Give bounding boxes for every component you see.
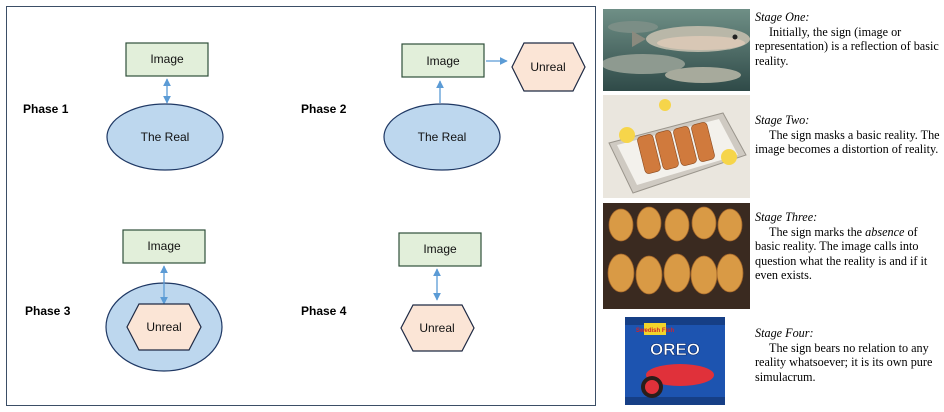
stage-three-body-emphasis: absence: [865, 224, 905, 239]
phase-4-image-box: [398, 232, 482, 267]
stage-three-body: The sign marks the absence of basic real…: [755, 225, 941, 283]
stage-one-body: Initially, the sign (image or representa…: [755, 24, 939, 68]
salmon-swimming-photo: [603, 9, 750, 91]
oreo-brand-text: OREO: [650, 340, 700, 359]
phase-2-unreal-label: Unreal: [530, 60, 565, 74]
phase-2-real-label: The Real: [418, 130, 467, 144]
phase-3-image-label: Image: [147, 239, 181, 253]
phase-4-label: Phase 4: [301, 304, 347, 318]
phase-2-label: Phase 2: [301, 102, 347, 116]
phase-4-unreal-hexagon: [400, 304, 475, 352]
diagram-frame: Phase 1 Image The Real Phase 2 Image Unr…: [6, 6, 596, 406]
stage-three-body-end: of basic reality. The image calls into q…: [755, 224, 928, 283]
phase-2-real-ellipse: [383, 103, 501, 171]
phase-2-unreal-hexagon: [511, 42, 586, 92]
stage-three-title: Stage Three:: [755, 210, 818, 224]
phase-1-image-label: Image: [150, 52, 184, 66]
stage-four-body: The sign bears no relation to any realit…: [755, 340, 933, 384]
stage-two-title: Stage Two:: [755, 113, 810, 127]
phases-diagram: Phase 1 Image The Real Phase 2 Image Unr…: [23, 42, 586, 372]
phase-2-image-box: [401, 43, 485, 78]
phase-1-image-box: [125, 42, 209, 77]
phase-3-unreal-hexagon: [126, 303, 202, 351]
grilled-salmon-fillets-photo: [603, 95, 750, 198]
swedish-fish-logo: Swedish Fish: [636, 323, 675, 335]
swedish-fish-oreo-package-photo: Swedish Fish OREO: [624, 313, 726, 407]
phase-4-image-label: Image: [423, 242, 457, 256]
stage-three-text: Stage Three: The sign marks the absence …: [755, 210, 941, 283]
fish-shaped-nuggets-photo: [603, 203, 750, 309]
stage-one-title: Stage One:: [755, 10, 810, 24]
swedish-fish-brand-text: Swedish Fish: [636, 328, 675, 334]
stage-two-body: The sign masks a basic reality. The imag…: [755, 127, 940, 157]
phase-4-unreal-label: Unreal: [419, 321, 454, 335]
stage-four-text: Stage Four: The sign bears no relation t…: [755, 326, 941, 384]
phase-3-image-box: [122, 229, 206, 264]
stage-three-body-start: The sign marks the: [769, 224, 866, 239]
phase-3-label: Phase 3: [25, 304, 71, 318]
stage-one-text: Stage One: Initially, the sign (image or…: [755, 10, 941, 68]
stage-four-title: Stage Four:: [755, 326, 814, 340]
phase-1-real-label: The Real: [141, 130, 190, 144]
phase-2-image-label: Image: [426, 54, 460, 68]
stage-two-text: Stage Two: The sign masks a basic realit…: [755, 113, 941, 157]
phase-1-real-ellipse: [106, 103, 224, 171]
phase-3-unreal-label: Unreal: [146, 320, 181, 334]
phase-1-label: Phase 1: [23, 102, 69, 116]
